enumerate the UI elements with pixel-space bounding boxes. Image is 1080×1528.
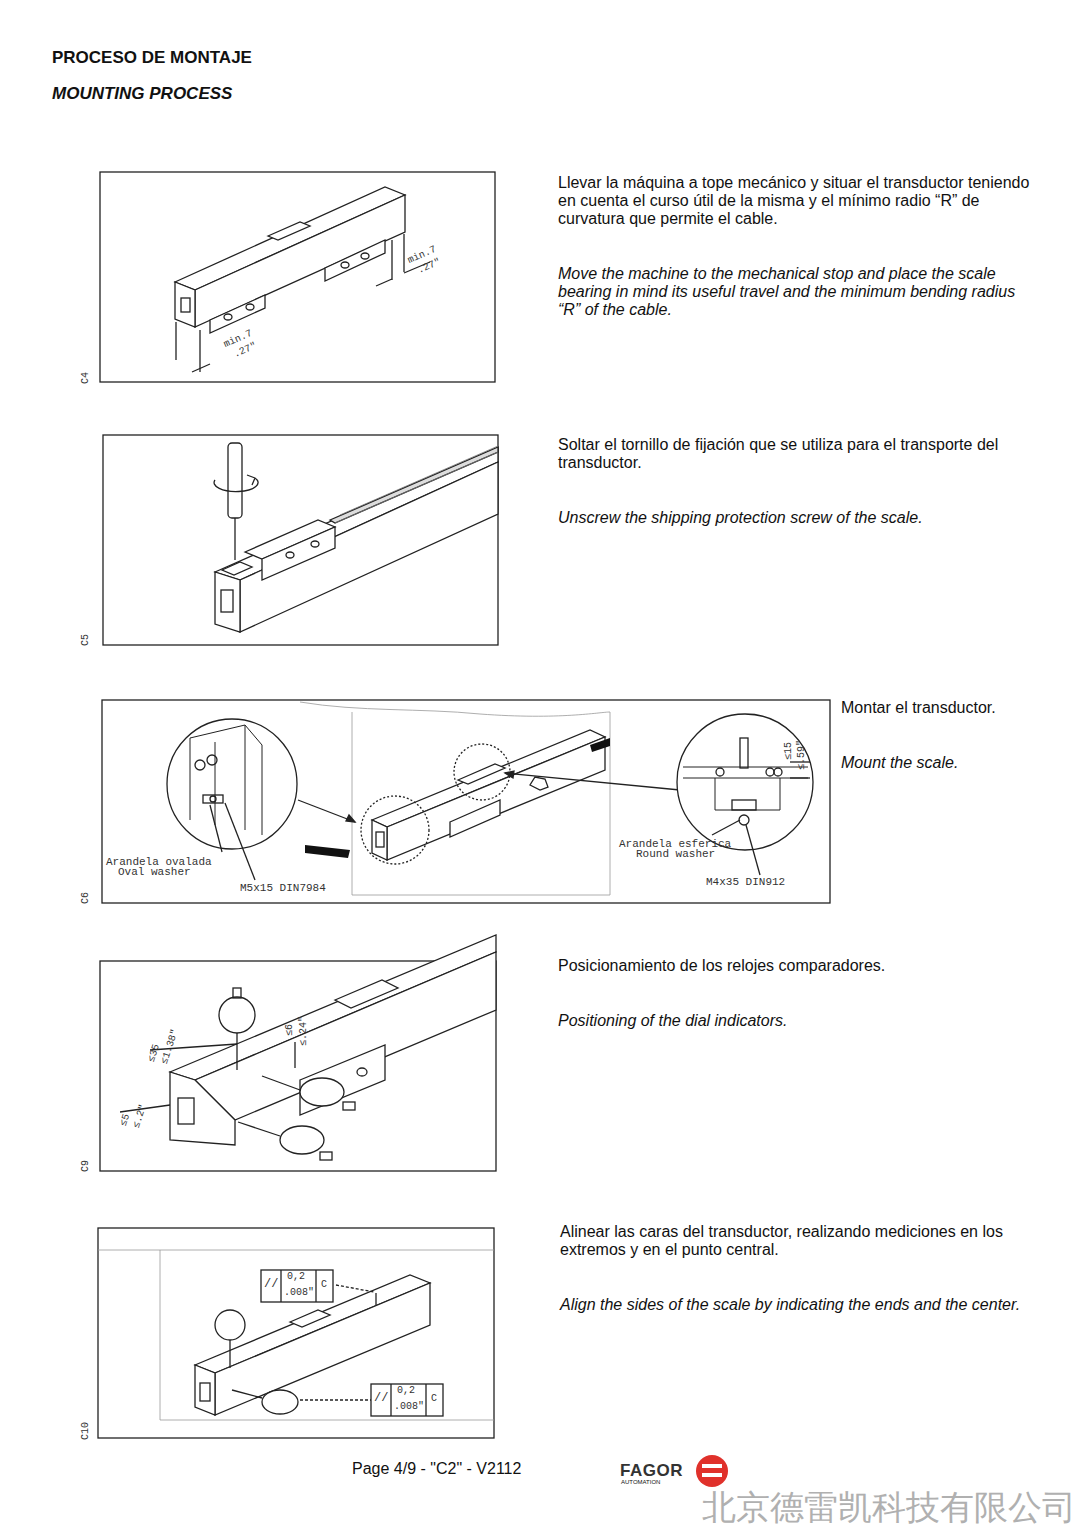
part-name: Oval washer — [118, 866, 191, 878]
dimension: ≤.24" — [298, 1016, 309, 1046]
brand-logo: FAGOR — [620, 1461, 683, 1480]
scale-drawing — [214, 443, 498, 632]
figure-code: C5 — [80, 634, 91, 646]
subtitle: MOUNTING PROCESS — [52, 84, 232, 103]
dimension: ≤.2" — [131, 1103, 149, 1129]
figure-frame — [102, 700, 830, 903]
figure-frame — [98, 1228, 494, 1438]
dimension: ≤15 — [783, 742, 794, 760]
instruction-text: Unscrew the shipping protection screw of… — [558, 509, 1038, 527]
figure-code: C6 — [80, 892, 91, 904]
brand-tagline: AUTOMATION — [621, 1479, 660, 1486]
dimension: ≤5 — [118, 1113, 132, 1128]
instruction-text: Llevar la máquina a tope mecánico y situ… — [558, 174, 1038, 228]
figure-code: C4 — [80, 372, 91, 384]
page-title: PROCESO DE MONTAJE — [52, 48, 252, 67]
part-name: M5x15 DIN7984 — [240, 882, 326, 894]
logo-mark — [696, 1455, 728, 1487]
scale-drawing — [175, 187, 430, 372]
page-footer: Page 4/9 - "C2" - V2112 — [352, 1460, 521, 1478]
instruction-text: Alinear las caras del transductor, reali… — [560, 1223, 1040, 1259]
figure-code: C10 — [80, 1422, 91, 1440]
instruction-text: Posicionamiento de los relojes comparado… — [558, 957, 1038, 975]
dimension: ≤1.38" — [159, 1028, 181, 1066]
datum-letter: C — [321, 1279, 327, 1290]
tolerance-value: 0,2 — [397, 1385, 415, 1396]
tolerance-value: 0,2 — [287, 1271, 305, 1282]
dimension: ≤6 — [284, 1024, 295, 1036]
tolerance-symbol: // — [264, 1278, 278, 1291]
scale-drawing — [98, 1250, 494, 1420]
figure-frame — [103, 435, 498, 645]
datum-letter: C — [431, 1393, 437, 1404]
instruction-text: Align the sides of the scale by indicati… — [560, 1296, 1040, 1314]
instruction-text: Montar el transductor. — [841, 699, 996, 717]
instruction-text: Soltar el tornillo de fijación que se ut… — [558, 436, 1038, 472]
figure-frame — [100, 172, 495, 382]
tolerance-value: .008" — [284, 1287, 314, 1298]
part-name: M4x35 DIN912 — [706, 876, 785, 888]
scale-drawing — [120, 935, 496, 1160]
figure-code: C9 — [80, 1160, 91, 1172]
instruction-text: Positioning of the dial indicators. — [558, 1012, 1038, 1030]
tolerance-value: .008" — [394, 1401, 424, 1412]
dimension: ≤.59" — [796, 740, 807, 770]
mounting-drawing — [167, 702, 813, 895]
instruction-text: Move the machine to the mechanical stop … — [558, 265, 1038, 319]
instruction-text: Mount the scale. — [841, 754, 958, 772]
watermark: 北京德雷凯科技有限公司 — [702, 1490, 1076, 1524]
tolerance-symbol: // — [374, 1392, 388, 1405]
part-name: Round washer — [636, 848, 715, 860]
